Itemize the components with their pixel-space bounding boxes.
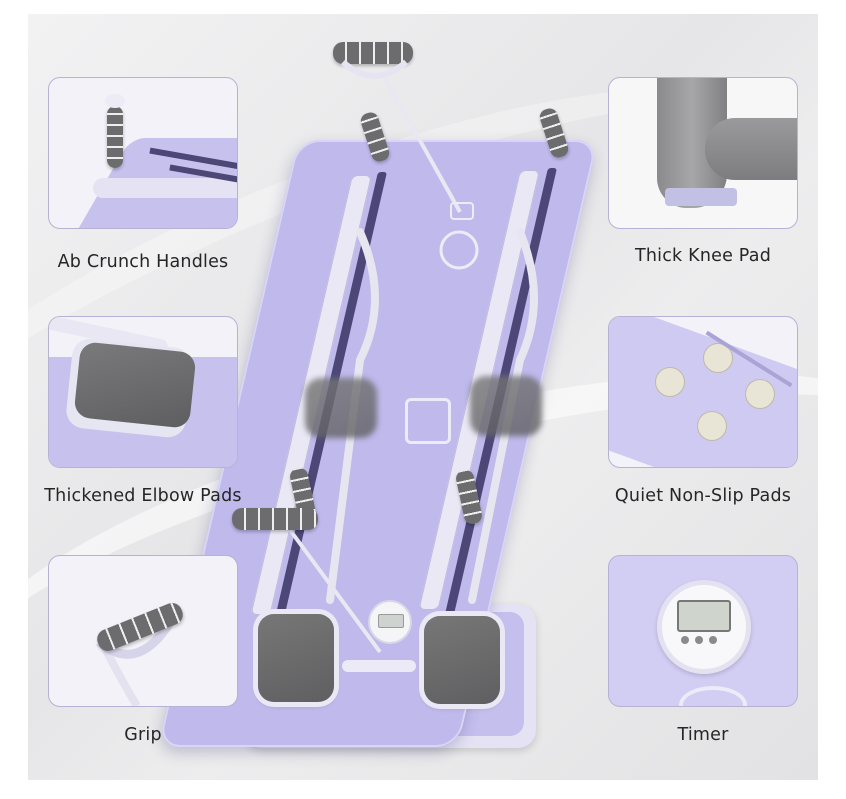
caption-thick-knee-pad: Thick Knee Pad bbox=[634, 246, 772, 266]
caption-grip: Grip bbox=[124, 725, 162, 745]
elbow-pad-right bbox=[470, 376, 542, 436]
caption-timer: Timer bbox=[677, 725, 729, 745]
elbow-pad-left bbox=[305, 378, 377, 438]
inset-thick-knee-pad bbox=[608, 77, 798, 229]
inset-ab-crunch-handles bbox=[48, 77, 238, 229]
bottom-handle-grip bbox=[232, 508, 318, 530]
caption-thickened-elbow-pads: Thickened Elbow Pads bbox=[44, 486, 242, 506]
inset-quiet-non-slip-pads bbox=[608, 316, 798, 468]
board-timer bbox=[368, 600, 412, 644]
handle-anchor bbox=[450, 202, 474, 220]
inset-timer bbox=[608, 555, 798, 707]
center-slider bbox=[405, 398, 451, 444]
knee-pad-right bbox=[424, 616, 500, 704]
top-handle-grip bbox=[333, 42, 413, 64]
bottom-connector bbox=[342, 660, 416, 672]
caption-ab-crunch-handles: Ab Crunch Handles bbox=[57, 252, 229, 272]
inset-grip bbox=[48, 555, 238, 707]
inset-thickened-elbow-pads bbox=[48, 316, 238, 468]
caption-quiet-non-slip-pads: Quiet Non-Slip Pads bbox=[614, 486, 792, 506]
knee-pad-left bbox=[258, 614, 334, 702]
